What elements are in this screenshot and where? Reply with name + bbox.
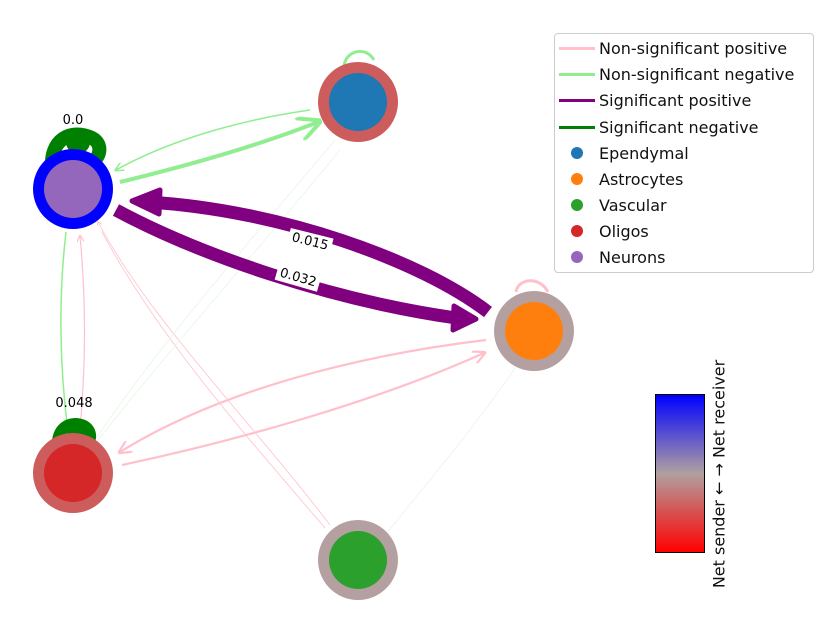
edge-astrocytes-to-neurons xyxy=(147,195,492,318)
legend-label: Significant positive xyxy=(599,90,752,110)
legend-label: Neurons xyxy=(599,247,666,267)
legend-label: Vascular xyxy=(599,195,667,215)
node-neurons xyxy=(33,149,113,229)
edge-label-oligos-self: 0.048 xyxy=(55,396,92,411)
legend-label: Significant negative xyxy=(599,117,759,137)
legend-line-pink xyxy=(559,46,595,50)
node-oligos xyxy=(33,433,113,513)
edge-astrocytes-to-neurons-head xyxy=(129,187,163,217)
node-vascular xyxy=(318,520,398,600)
legend-item-astrocytes: Astrocytes xyxy=(555,166,683,192)
legend-label: Astrocytes xyxy=(599,169,684,189)
legend-item-nonsig-negative: Non-significant negative xyxy=(555,61,794,87)
colorbar xyxy=(655,394,705,553)
legend-dot-blue xyxy=(571,147,583,159)
legend-line-purple xyxy=(559,98,595,102)
legend-item-sig-negative: Significant negative xyxy=(555,114,759,140)
legend-dot-red xyxy=(571,225,583,237)
node-astrocytes xyxy=(494,291,574,371)
node-ependymal xyxy=(318,62,398,142)
node-oligos-core xyxy=(44,444,102,502)
edge-vascular-to-neurons xyxy=(98,222,331,526)
legend-item-vascular: Vascular xyxy=(555,192,667,218)
node-vascular-core xyxy=(329,531,387,589)
legend-dot-green xyxy=(571,199,583,211)
legend-label: Non-significant negative xyxy=(599,64,795,84)
edge-neurons-to-ependymal xyxy=(119,122,318,184)
node-astrocytes-core xyxy=(505,302,563,360)
legend-line-green xyxy=(559,125,595,129)
legend: Non-significant positive Non-significant… xyxy=(554,33,814,273)
edge-neurons-to-astrocytes-head xyxy=(450,303,479,333)
edge-astrocytes-to-oligos xyxy=(120,338,487,452)
legend-item-oligos: Oligos xyxy=(555,218,649,244)
edge-neurons-to-oligos xyxy=(60,231,68,432)
edge-neurons-to-astrocytes xyxy=(112,204,457,325)
edge-ependymal-to-oligos xyxy=(91,149,341,449)
edge-oligos-to-astrocytes xyxy=(121,353,484,467)
edge-oligos-to-ependymal xyxy=(94,139,336,441)
legend-label: Ependymal xyxy=(599,143,689,163)
colorbar-label: Net sender ← → Net receiver xyxy=(709,359,729,589)
legend-label: Oligos xyxy=(599,221,649,241)
edge-ependymal-to-neurons xyxy=(116,109,311,170)
edge-vascular-to-astrocytes xyxy=(384,367,516,536)
legend-dot-purple xyxy=(571,251,583,263)
legend-label: Non-significant positive xyxy=(599,38,788,58)
self-loop-neurons xyxy=(44,127,107,169)
legend-dot-orange xyxy=(571,173,583,185)
self-loop-ependymal xyxy=(342,50,376,67)
node-ependymal-core xyxy=(329,73,387,131)
edge-neurons-to-vascular xyxy=(101,231,326,529)
node-neurons-core xyxy=(44,160,102,218)
edge-label-neurons-self: 0.0 xyxy=(63,113,84,128)
legend-line-light-green xyxy=(559,72,595,76)
legend-item-neurons: Neurons xyxy=(555,244,665,270)
legend-item-sig-positive: Significant positive xyxy=(555,87,751,113)
edge-oligos-to-neurons xyxy=(80,236,86,431)
legend-item-ependymal: Ependymal xyxy=(555,140,689,166)
legend-item-nonsig-positive: Non-significant positive xyxy=(555,35,787,61)
self-loop-astrocytes xyxy=(514,279,550,293)
